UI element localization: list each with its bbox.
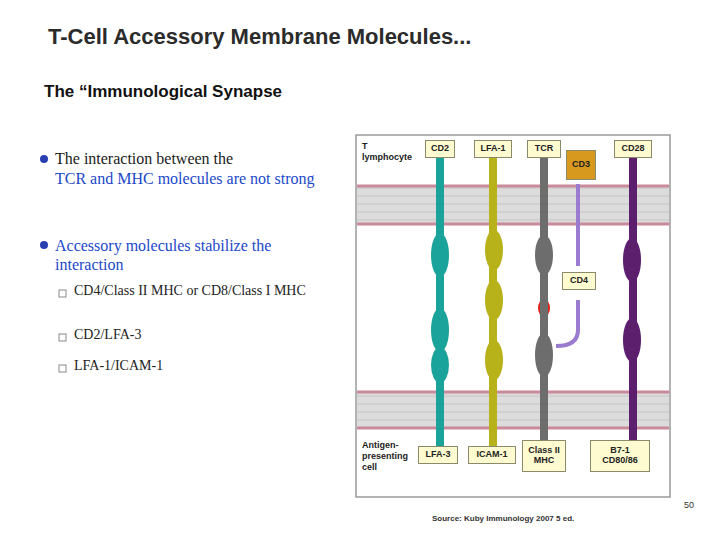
molecule-name: Class II MHC: [526, 446, 562, 466]
molecule-name: B7-1 CD80/86: [594, 446, 646, 466]
molecule-label-box: Class II MHC: [522, 440, 566, 472]
sub-bullet: [59, 365, 66, 372]
molecule-name: ICAM-1: [477, 450, 508, 460]
molecule-name: CD2: [431, 144, 449, 154]
molecule-name: TCR: [535, 144, 554, 154]
molecule-name: LFA-1: [480, 144, 505, 154]
diagram-frame: [356, 135, 670, 497]
molecule-name: LFA-3: [425, 450, 450, 460]
sub-bullet-text: LFA-1/ICAM-1: [74, 358, 324, 375]
membrane-edge: [357, 223, 669, 226]
molecule-bar: [489, 158, 497, 446]
molecule-label-box: ICAM-1: [468, 446, 516, 464]
membrane-edge: [357, 185, 669, 188]
molecule-label-box: LFA-3: [418, 446, 458, 464]
cell-label: Antigen-presenting cell: [362, 440, 414, 472]
molecule-domains: [431, 230, 641, 383]
molecule-label-box: CD4: [562, 272, 596, 290]
membrane-edge: [357, 391, 669, 394]
cell-label: T lymphocyte: [362, 141, 418, 163]
sub-bullet-text: CD4/Class II MHC or CD8/Class I MHC: [74, 283, 324, 300]
source-note: Source: Kuby Immunology 2007 5 ed.: [432, 514, 682, 524]
molecule-bar: [540, 158, 548, 440]
sub-bullet: [59, 334, 66, 341]
bullet-dot: [40, 241, 48, 249]
bullet-text: The interaction between the: [55, 149, 345, 168]
slide-title: T-Cell Accessory Membrane Molecules...: [48, 24, 471, 50]
t-cell-membrane: [357, 186, 669, 224]
bullet-dot: [40, 155, 48, 163]
molecule-bar: [436, 158, 444, 446]
bullet-text: TCR and MHC molecules are not strong: [55, 169, 340, 188]
label-subtitle: The “Immunological Synapse: [44, 82, 364, 102]
page-number: 50: [684, 500, 708, 511]
molecule-label-box: TCR: [527, 140, 561, 158]
molecule-label-box: LFA-1: [474, 140, 512, 158]
molecule-name: CD3: [572, 160, 590, 170]
bullet-text: Accessory molecules stabilize the intera…: [55, 236, 340, 274]
cd4-strand: [576, 184, 580, 266]
sub-bullet-text: CD2/LFA-3: [74, 327, 324, 344]
molecule-bar: [629, 158, 637, 440]
cd4-strand: [556, 300, 578, 346]
cd3-complex-box: CD3: [566, 150, 596, 180]
sub-bullet: [59, 290, 66, 297]
molecule-name: CD28: [621, 144, 644, 154]
molecule-label-box: CD28: [614, 140, 652, 158]
molecule-label-box: CD2: [425, 140, 455, 158]
apc-membrane: [357, 392, 669, 428]
membrane-edge: [357, 427, 669, 430]
molecule-label-box: B7-1 CD80/86: [590, 440, 650, 472]
molecule-name: CD4: [570, 276, 588, 286]
